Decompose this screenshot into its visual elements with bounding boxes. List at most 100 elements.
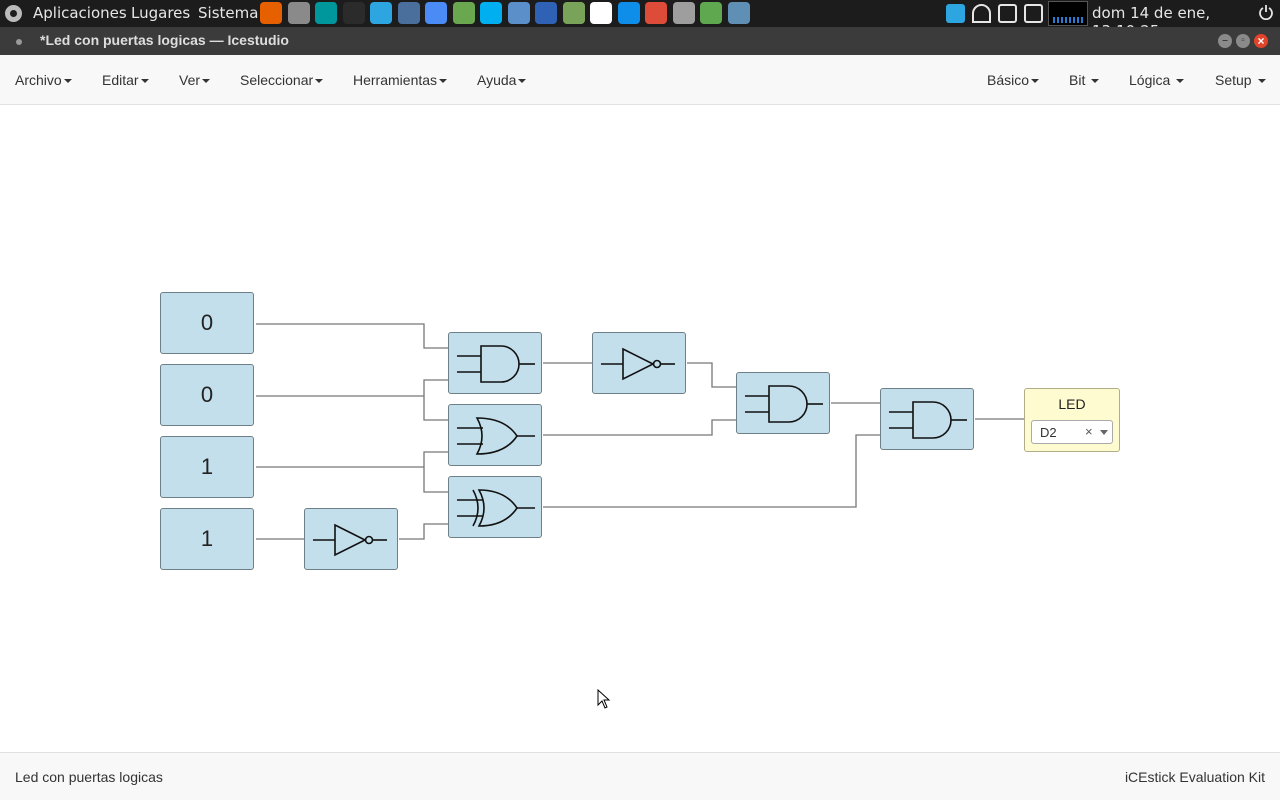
virtualbox-icon[interactable]: [535, 2, 557, 24]
board-name[interactable]: iCEstick Evaluation Kit: [1124, 769, 1265, 785]
not-gate-block[interactable]: [304, 508, 398, 570]
teamviewer-icon[interactable]: [617, 2, 640, 24]
constant-block[interactable]: 0: [160, 364, 254, 426]
xor-gate-block[interactable]: [448, 476, 542, 538]
wires-layer: [256, 323, 1025, 540]
constant-value: 0: [200, 382, 214, 407]
clear-icon[interactable]: ×: [1085, 424, 1093, 439]
menu-editar[interactable]: Editar: [102, 72, 149, 88]
menu-setup[interactable]: Setup: [1215, 72, 1266, 88]
menu-ayuda-label: Ayuda: [477, 72, 517, 88]
system-monitor-graph[interactable]: [1048, 1, 1088, 26]
wire: [423, 467, 449, 493]
menu-archivo[interactable]: Archivo: [15, 72, 72, 88]
menu-basico[interactable]: Básico: [987, 72, 1040, 88]
status-footer: Led con puertas logicas iCEstick Evaluat…: [0, 752, 1280, 800]
app-menubar: Archivo Editar Ver Seleccionar Herramien…: [0, 55, 1280, 105]
caret-down-icon: [1176, 79, 1185, 84]
constant-value: 1: [200, 454, 214, 479]
window-menu-icon[interactable]: [16, 39, 22, 45]
battery-icon[interactable]: [1024, 4, 1043, 23]
and-gate-icon: [889, 401, 967, 439]
chevron-down-icon[interactable]: [1100, 430, 1108, 435]
design-canvas[interactable]: 0 0 1 1: [0, 105, 1280, 752]
wire: [543, 419, 737, 436]
system-top-panel: Aplicaciones Lugares Sistema dom 14 de e…: [0, 0, 1280, 40]
caret-down-icon: [315, 79, 324, 84]
menu-archivo-label: Archivo: [15, 72, 62, 88]
wire: [687, 362, 737, 388]
and-gate-block[interactable]: [448, 332, 542, 394]
caret-down-icon: [140, 79, 149, 84]
wire: [256, 379, 449, 397]
or-gate-block[interactable]: [448, 404, 542, 466]
menu-ver-label: Ver: [179, 72, 201, 88]
pin-value: D2: [1040, 425, 1057, 440]
chrome-icon[interactable]: [645, 2, 667, 24]
display-icon[interactable]: [727, 2, 750, 24]
not-gate-block[interactable]: [592, 332, 686, 394]
not-gate-icon: [313, 523, 387, 557]
menu-seleccionar[interactable]: Seleccionar: [240, 72, 324, 88]
power-icon[interactable]: [1258, 4, 1274, 20]
mouse-cursor-icon: [597, 689, 611, 709]
wire: [543, 434, 881, 508]
menu-herramientas-label: Herramientas: [353, 72, 438, 88]
caret-down-icon: [63, 79, 72, 84]
firefox-icon[interactable]: [260, 2, 282, 24]
menu-ver[interactable]: Ver: [179, 72, 211, 88]
tools-icon[interactable]: [452, 2, 475, 24]
and-gate-icon: [457, 345, 535, 383]
chromium-icon[interactable]: [425, 2, 447, 24]
constant-block[interactable]: 0: [160, 292, 254, 354]
calculator-icon[interactable]: [562, 2, 585, 24]
and-gate-block[interactable]: [880, 388, 974, 450]
system-menu-system[interactable]: Sistema: [198, 4, 259, 22]
constant-block[interactable]: 1: [160, 508, 254, 570]
constant-block[interactable]: 1: [160, 436, 254, 498]
and-gate-icon: [745, 385, 823, 423]
volume-icon[interactable]: [998, 4, 1017, 23]
monitor-icon[interactable]: [397, 2, 420, 24]
telegram-icon[interactable]: [370, 2, 392, 24]
menu-logica-label: Lógica: [1129, 72, 1171, 88]
minimize-button[interactable]: [1218, 34, 1232, 48]
menu-seleccionar-label: Seleccionar: [240, 72, 314, 88]
network-globe-icon[interactable]: [700, 2, 722, 24]
caret-down-icon: [202, 79, 211, 84]
and-gate-block[interactable]: [736, 372, 830, 434]
menu-basico-label: Básico: [987, 72, 1030, 88]
menu-ayuda[interactable]: Ayuda: [477, 72, 527, 88]
skype-icon[interactable]: [480, 2, 502, 24]
constant-value: 0: [200, 310, 214, 335]
arduino-icon[interactable]: [315, 2, 337, 24]
pin-select[interactable]: D2 ×: [1031, 420, 1113, 444]
wifi-icon[interactable]: [972, 4, 991, 23]
not-gate-icon: [601, 347, 675, 381]
close-button[interactable]: [1254, 34, 1268, 48]
telegram-tray-icon[interactable]: [946, 4, 965, 23]
caret-down-icon: [1257, 79, 1266, 84]
wire: [256, 323, 449, 349]
distro-logo-icon[interactable]: [5, 5, 22, 22]
xor-gate-icon: [457, 489, 535, 527]
system-menu-applications[interactable]: Aplicaciones: [33, 4, 127, 22]
play-icon[interactable]: [590, 2, 612, 24]
menu-logica[interactable]: Lógica: [1129, 72, 1185, 88]
system-menu-places[interactable]: Lugares: [131, 4, 191, 22]
printer-icon[interactable]: [287, 2, 310, 24]
project-name: Led con puertas logicas: [15, 769, 163, 785]
menu-bit[interactable]: Bit: [1069, 72, 1100, 88]
info-icon[interactable]: [507, 2, 530, 24]
or-gate-icon: [457, 417, 535, 455]
calculator-grid-icon[interactable]: [672, 2, 695, 24]
terminal-icon[interactable]: [342, 2, 365, 24]
window-titlebar[interactable]: *Led con puertas logicas — Icestudio: [0, 27, 1280, 55]
menu-herramientas[interactable]: Herramientas: [353, 72, 448, 88]
menu-setup-label: Setup: [1215, 72, 1252, 88]
menu-bit-label: Bit: [1069, 72, 1086, 88]
led-output-block[interactable]: LED D2 ×: [1024, 388, 1120, 452]
wire: [399, 523, 449, 540]
led-label: LED: [1058, 396, 1086, 412]
maximize-button[interactable]: [1236, 34, 1250, 48]
